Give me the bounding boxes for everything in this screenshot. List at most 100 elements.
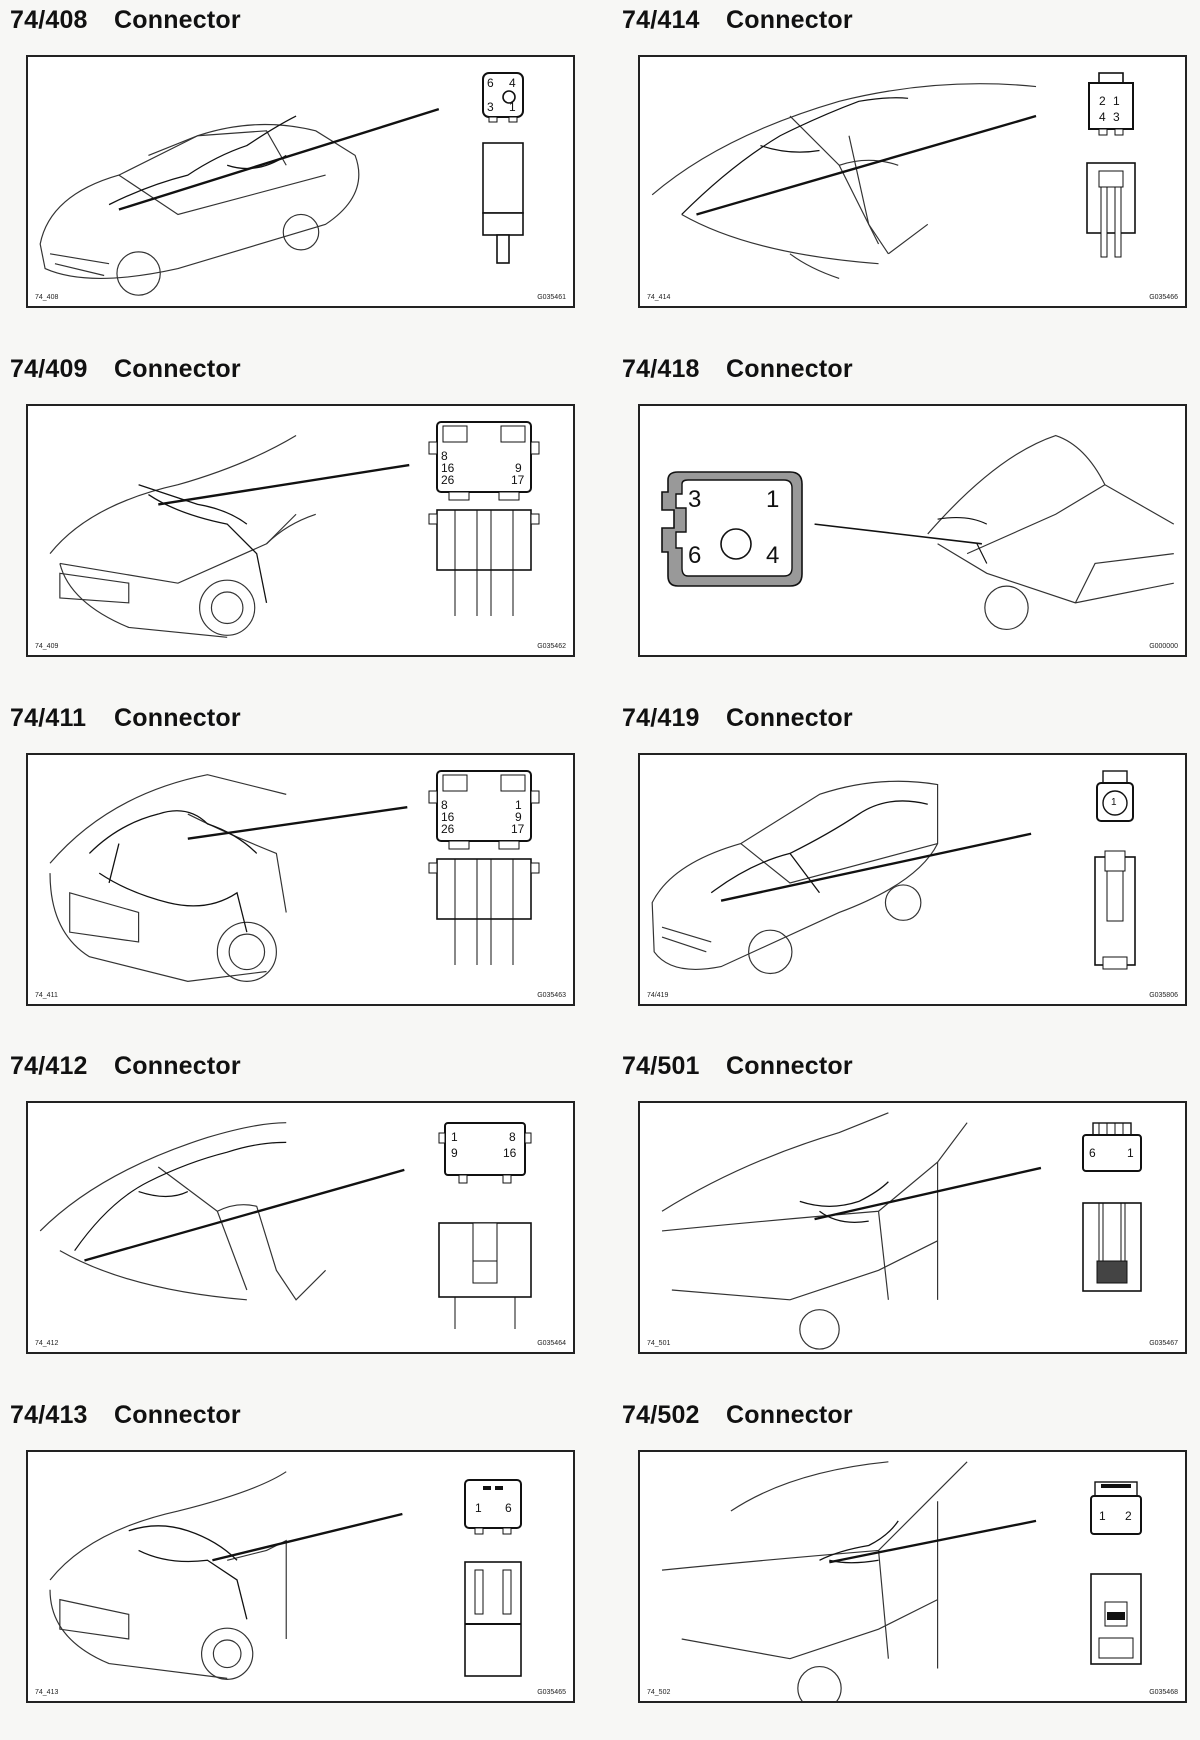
pin-label: 1 (515, 798, 522, 812)
panel-reference: 74_408 (35, 294, 59, 301)
image-id: G035468 (1149, 1689, 1178, 1696)
connector-side-view (1085, 161, 1137, 259)
pin-label: 2 (1125, 1509, 1132, 1523)
pin-label: 16 (441, 461, 455, 475)
connector-face: 8 16 26 9 17 (425, 420, 543, 504)
pin-label: 1 (1111, 797, 1117, 808)
pin-label: 4 (766, 542, 780, 569)
pin-label: 16 (503, 1146, 517, 1160)
diagram-panel: 2 1 4 3 74_414 G035466 (638, 55, 1187, 308)
panel-reference: 74_501 (647, 1340, 671, 1347)
connector-face: 1 9 8 16 (437, 1121, 533, 1193)
pin-label: 17 (511, 473, 525, 487)
car-illustration (49, 774, 408, 982)
car-illustration (39, 1122, 405, 1301)
pin-label: 1 (1127, 1146, 1134, 1160)
connector-face: 1 (1093, 769, 1137, 825)
image-id: G000000 (1149, 643, 1178, 650)
diagram-panel: 1 9 8 16 74_412 G035464 (26, 1101, 575, 1354)
pin-label: 26 (441, 822, 455, 836)
panel-reference: 74_411 (35, 992, 58, 999)
pin-label: 1 (509, 100, 516, 114)
pin-label: 9 (451, 1146, 458, 1160)
image-id: G035467 (1149, 1340, 1178, 1347)
pin-label: 8 (441, 449, 448, 463)
image-id: G035461 (537, 294, 566, 301)
connector-side-view (481, 141, 525, 265)
diagram-panel: 6 4 3 1 74_408 G035461 (26, 55, 575, 308)
image-id: G035464 (537, 1340, 566, 1347)
pin-label: 3 (688, 486, 702, 513)
car-illustration (661, 1461, 1037, 1701)
pin-label: 16 (441, 810, 455, 824)
image-id: G035463 (537, 992, 566, 999)
image-id: G035462 (537, 643, 566, 650)
pin-label: 9 (515, 810, 522, 824)
pin-label: 2 (1099, 94, 1106, 108)
image-id: G035466 (1149, 294, 1178, 301)
car-illustration (49, 1471, 403, 1680)
pin-label: 1 (1113, 94, 1120, 108)
diagram-panel: 1 2 74_502 G035468 (638, 1450, 1187, 1703)
pin-label: 6 (505, 1501, 512, 1515)
pin-label: 1 (451, 1130, 458, 1144)
connector-side-view (425, 857, 543, 967)
pin-label: 3 (487, 100, 494, 114)
panel-reference: 74/419 (647, 992, 669, 999)
pin-label: 26 (441, 473, 455, 487)
pin-label: 6 (1089, 1146, 1096, 1160)
connector-side-view (1093, 849, 1137, 973)
pin-label: 8 (509, 1130, 516, 1144)
panel-reference: 74_412 (35, 1340, 59, 1347)
connector-side-view (1087, 1572, 1145, 1676)
diagram-panel: 1 74/419 G035806 (638, 753, 1187, 1006)
diagram-panel: 8 16 26 1 9 17 74_411 G035463 (26, 753, 575, 1006)
pin-label: 4 (509, 76, 516, 90)
pin-label: 17 (511, 822, 525, 836)
panel-reference: 74_502 (647, 1689, 671, 1696)
pin-label: 1 (475, 1501, 482, 1515)
connector-side-view (461, 1560, 525, 1680)
image-id: G035465 (537, 1689, 566, 1696)
pin-label: 4 (1099, 110, 1106, 124)
pin-label: 1 (766, 486, 780, 513)
car-illustration (661, 1112, 1042, 1350)
pin-label: 6 (688, 542, 702, 569)
pin-label: 6 (487, 76, 494, 90)
pin-label: 3 (1113, 110, 1120, 124)
diagram-panel: 3 1 6 4 G000000 (638, 404, 1187, 657)
connector-side-view (437, 1221, 533, 1331)
panel-reference: 74_413 (35, 1689, 59, 1696)
diagram-panel: 8 16 26 9 17 74_409 G035462 (26, 404, 575, 657)
pin-label: 8 (441, 798, 448, 812)
connector-face: 8 16 26 1 9 17 (425, 769, 543, 853)
connector-face: 1 6 (461, 1476, 525, 1540)
car-illustration (651, 83, 1037, 280)
connector-face: 3 1 6 4 (660, 470, 810, 588)
panel-reference: 74_409 (35, 643, 59, 650)
pin-label: 1 (1099, 1509, 1106, 1523)
car-illustration (651, 780, 1032, 975)
car-illustration (49, 435, 410, 638)
pin-label: 9 (515, 461, 522, 475)
connector-side-view (425, 508, 543, 618)
car-illustration (39, 108, 440, 296)
